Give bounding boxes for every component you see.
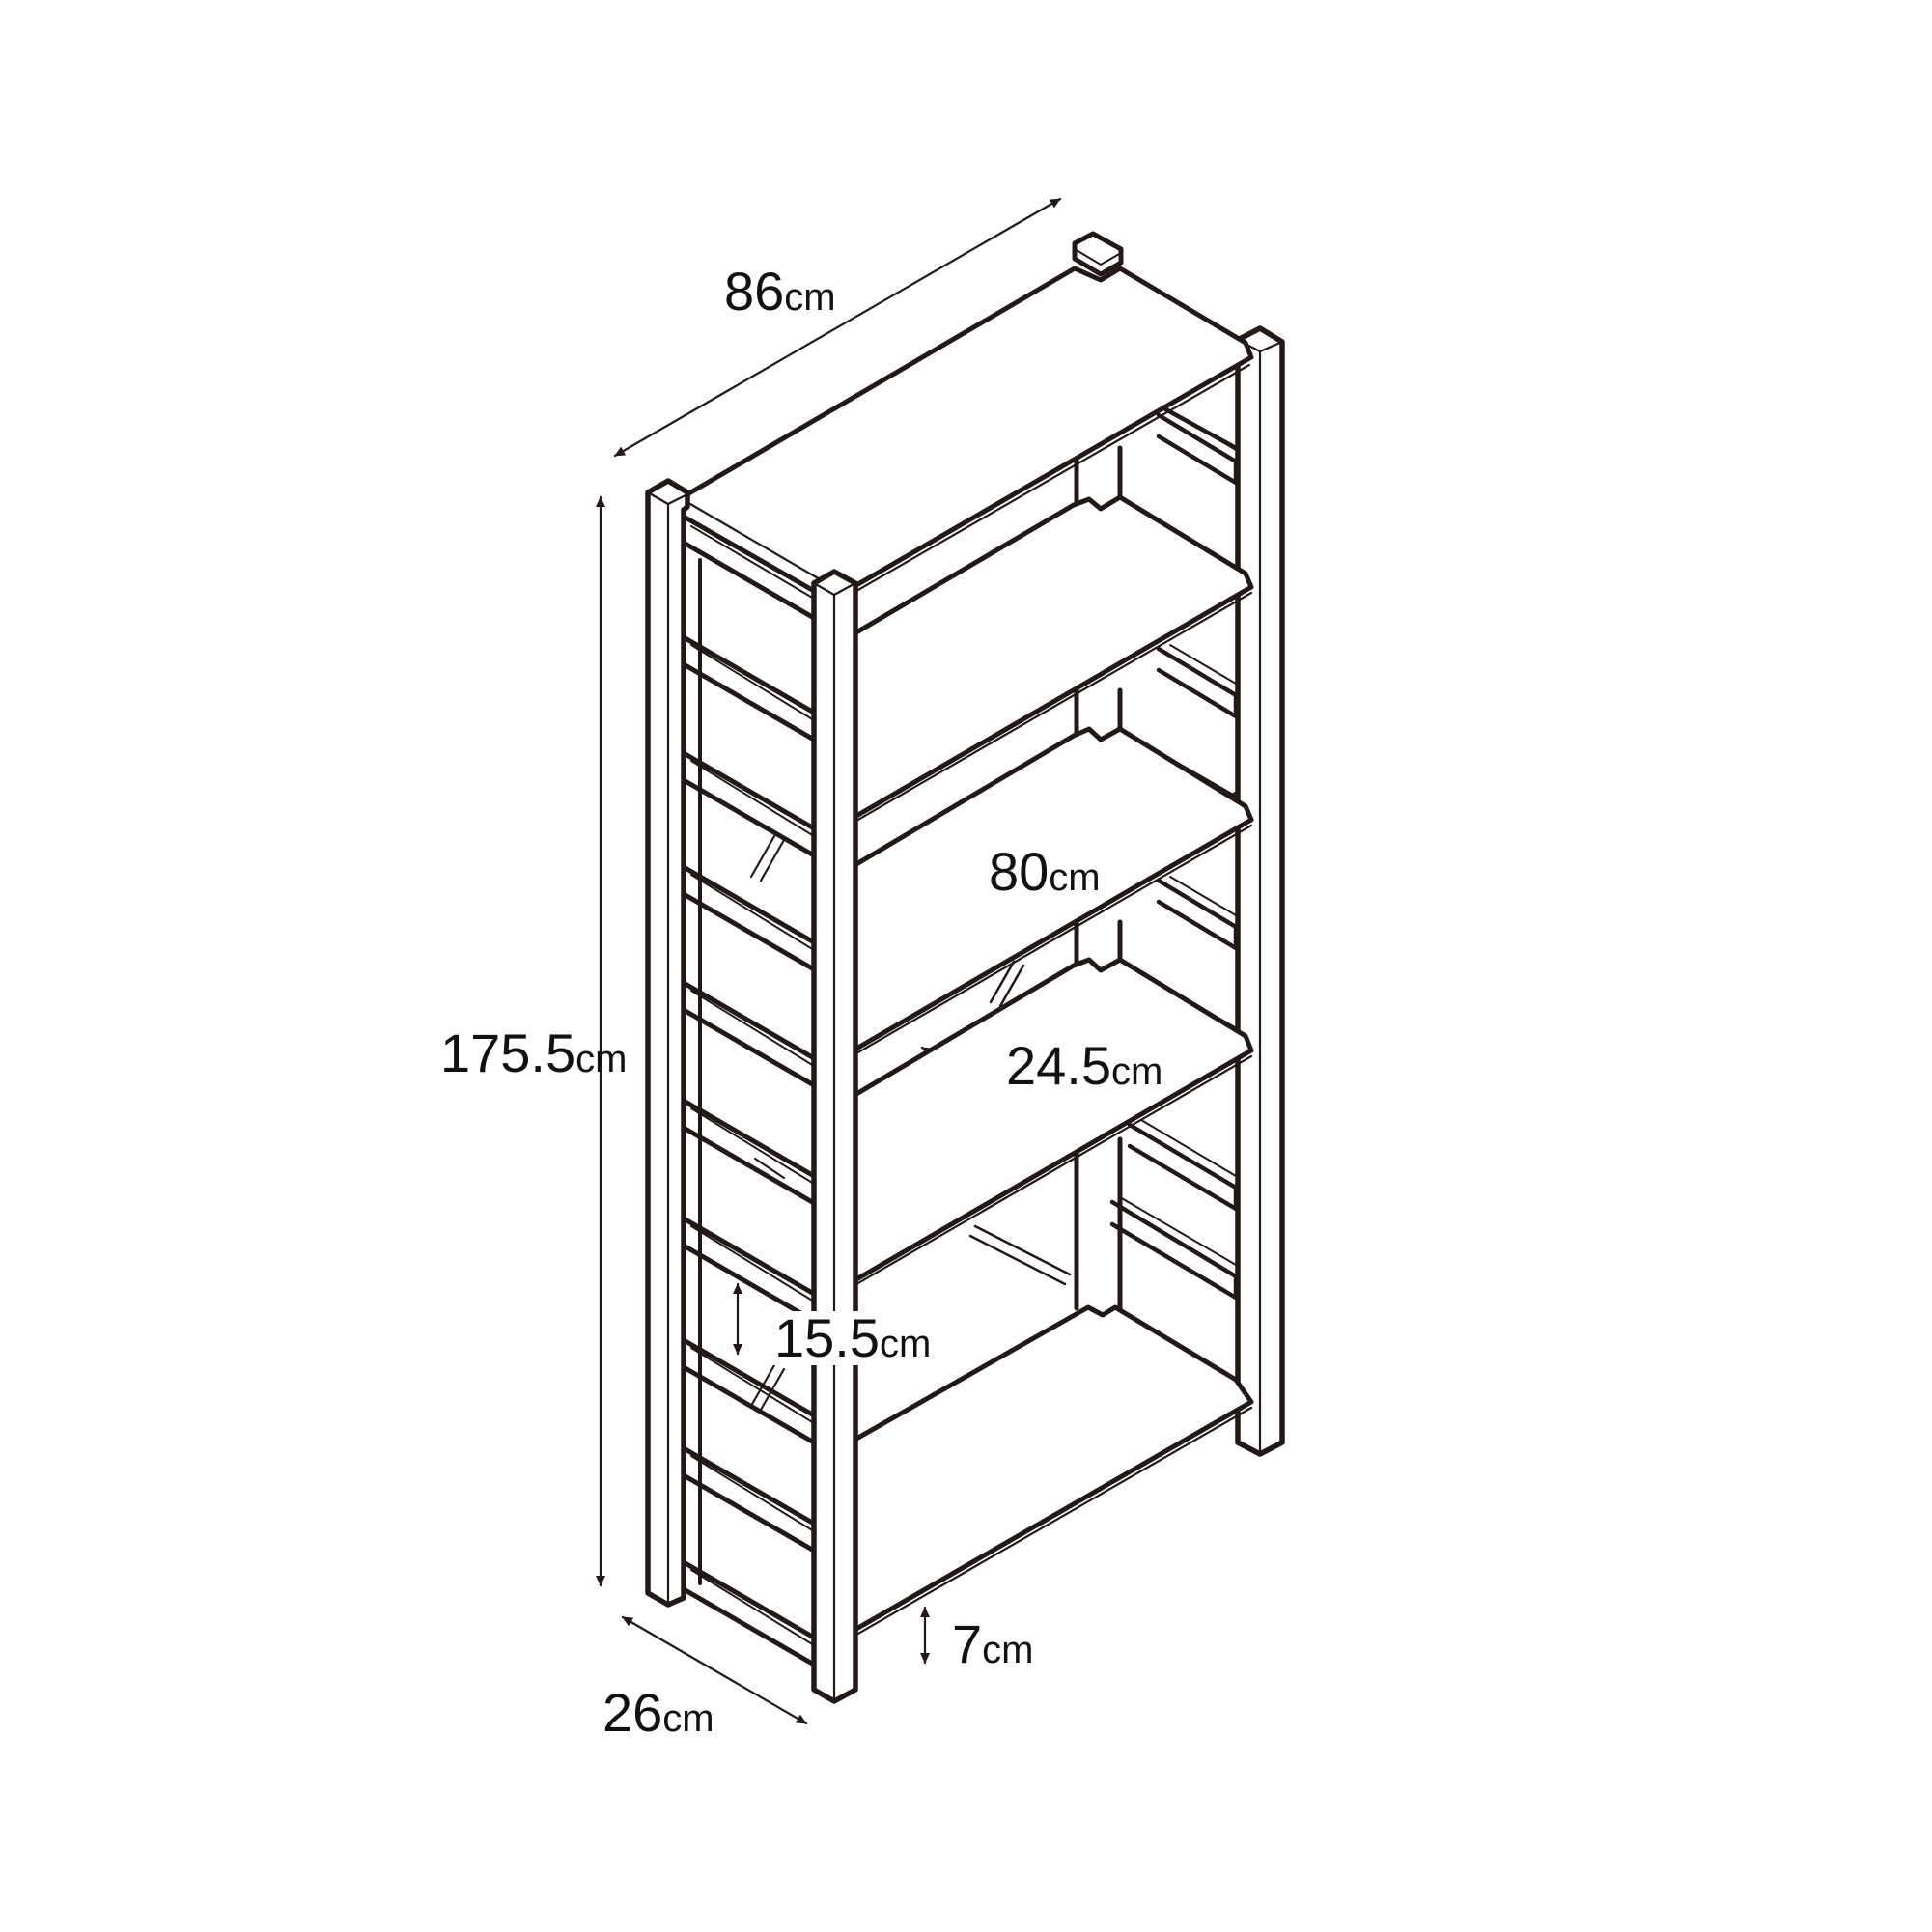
depth-label: 26cm — [602, 1686, 714, 1740]
height-unit: cm — [575, 1038, 628, 1080]
shelf-depth-unit: cm — [1111, 1050, 1163, 1093]
right-post — [1235, 325, 1285, 1457]
left-side-rails — [681, 514, 817, 1667]
depth-unit: cm — [662, 1697, 714, 1740]
inner-width-unit: cm — [1049, 856, 1101, 899]
bottom-clearance-value: 7 — [952, 1613, 983, 1674]
inner-width-label: 80cm — [985, 845, 1105, 899]
shelf-depth-value: 24.5 — [1006, 1035, 1111, 1096]
bar-gap-value: 15.5 — [774, 1307, 880, 1368]
bar-gap-label: 15.5cm — [772, 1311, 934, 1365]
width-unit: cm — [784, 276, 836, 319]
shelf-1 — [854, 494, 1254, 819]
shelves — [685, 266, 1254, 1637]
shelf-4 — [854, 1304, 1254, 1632]
bottom-clearance-unit: cm — [982, 1629, 1034, 1671]
top-board — [685, 266, 1254, 588]
bar-gap-unit: cm — [880, 1323, 932, 1365]
height-label: 175.5cm — [440, 1026, 627, 1080]
shelf-depth-label: 24.5cm — [1006, 1039, 1162, 1093]
height-value: 175.5 — [440, 1022, 576, 1083]
depth-dimension-line — [621, 1615, 808, 1725]
front-left-post — [645, 478, 690, 1608]
shelf-3 — [854, 957, 1254, 1282]
depth-value: 26 — [602, 1682, 663, 1743]
front-center-post — [811, 569, 858, 1704]
width-value: 86 — [724, 261, 785, 322]
inner-width-value: 80 — [989, 841, 1050, 902]
width-label: 86cm — [724, 265, 836, 319]
bottom-clearance-label: 7cm — [952, 1617, 1033, 1671]
width-dimension-line — [613, 197, 1062, 458]
